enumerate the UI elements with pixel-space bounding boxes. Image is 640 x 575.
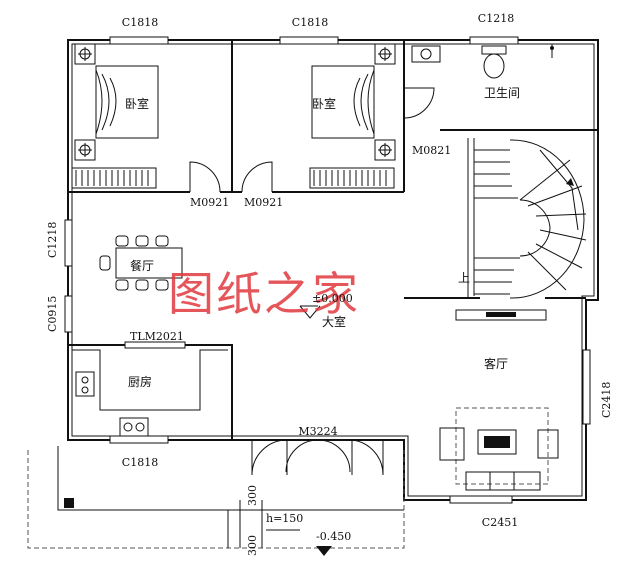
label-window-top-right: C1218 xyxy=(478,12,514,25)
stair: 上 xyxy=(458,138,587,299)
stair-up-label: 上 xyxy=(458,271,470,285)
label-window-top-left: C1818 xyxy=(122,16,158,29)
label-window-bottom-left: C1818 xyxy=(122,456,158,469)
room-label-bedroom-1: 卧室 xyxy=(125,96,149,111)
doors xyxy=(124,87,435,476)
dining-table xyxy=(99,235,183,291)
label-door-main: M3224 xyxy=(298,425,337,438)
room-label-kitchen: 厨房 xyxy=(128,374,152,389)
bed-left xyxy=(71,43,159,189)
label-window-top-mid: C1818 xyxy=(292,16,328,29)
label-window-right: C2418 xyxy=(600,382,613,418)
label-floor-elevation: ±0.000 xyxy=(312,292,353,305)
room-label-living: 客厅 xyxy=(484,356,508,371)
sofa-set xyxy=(439,407,559,491)
bed-right xyxy=(309,43,396,189)
label-door-bathroom: M0821 xyxy=(412,144,451,157)
room-label-bedroom-2: 卧室 xyxy=(312,96,336,111)
room-label-hall: 大室 xyxy=(322,314,346,329)
label-door-kitchen: TLM2021 xyxy=(130,330,184,343)
watermark: 图纸之家 xyxy=(168,267,360,321)
exterior-walls xyxy=(67,39,599,501)
interior-walls xyxy=(68,40,598,440)
label-outside-elevation: -0.450 xyxy=(316,530,351,543)
label-window-left-2: C0915 xyxy=(46,296,59,332)
porch xyxy=(27,446,405,556)
tv-cabinet xyxy=(455,309,547,321)
label-door-bedroom-1: M0921 xyxy=(190,196,229,209)
room-label-dining: 餐厅 xyxy=(130,258,154,273)
label-window-left-1: C1218 xyxy=(46,222,59,258)
label-dim-a: 300 xyxy=(246,485,259,506)
kitchen-counter xyxy=(72,349,228,437)
bathroom-fixtures xyxy=(411,44,554,79)
floor-elevation-marker xyxy=(299,305,321,319)
label-window-bottom-right: C2451 xyxy=(482,516,518,529)
label-step-height: h=150 xyxy=(266,512,303,525)
windows xyxy=(64,36,591,504)
room-label-bathroom: 卫生间 xyxy=(484,86,520,100)
label-dim-b: 300 xyxy=(246,535,259,556)
label-door-bedroom-2: M0921 xyxy=(244,196,283,209)
